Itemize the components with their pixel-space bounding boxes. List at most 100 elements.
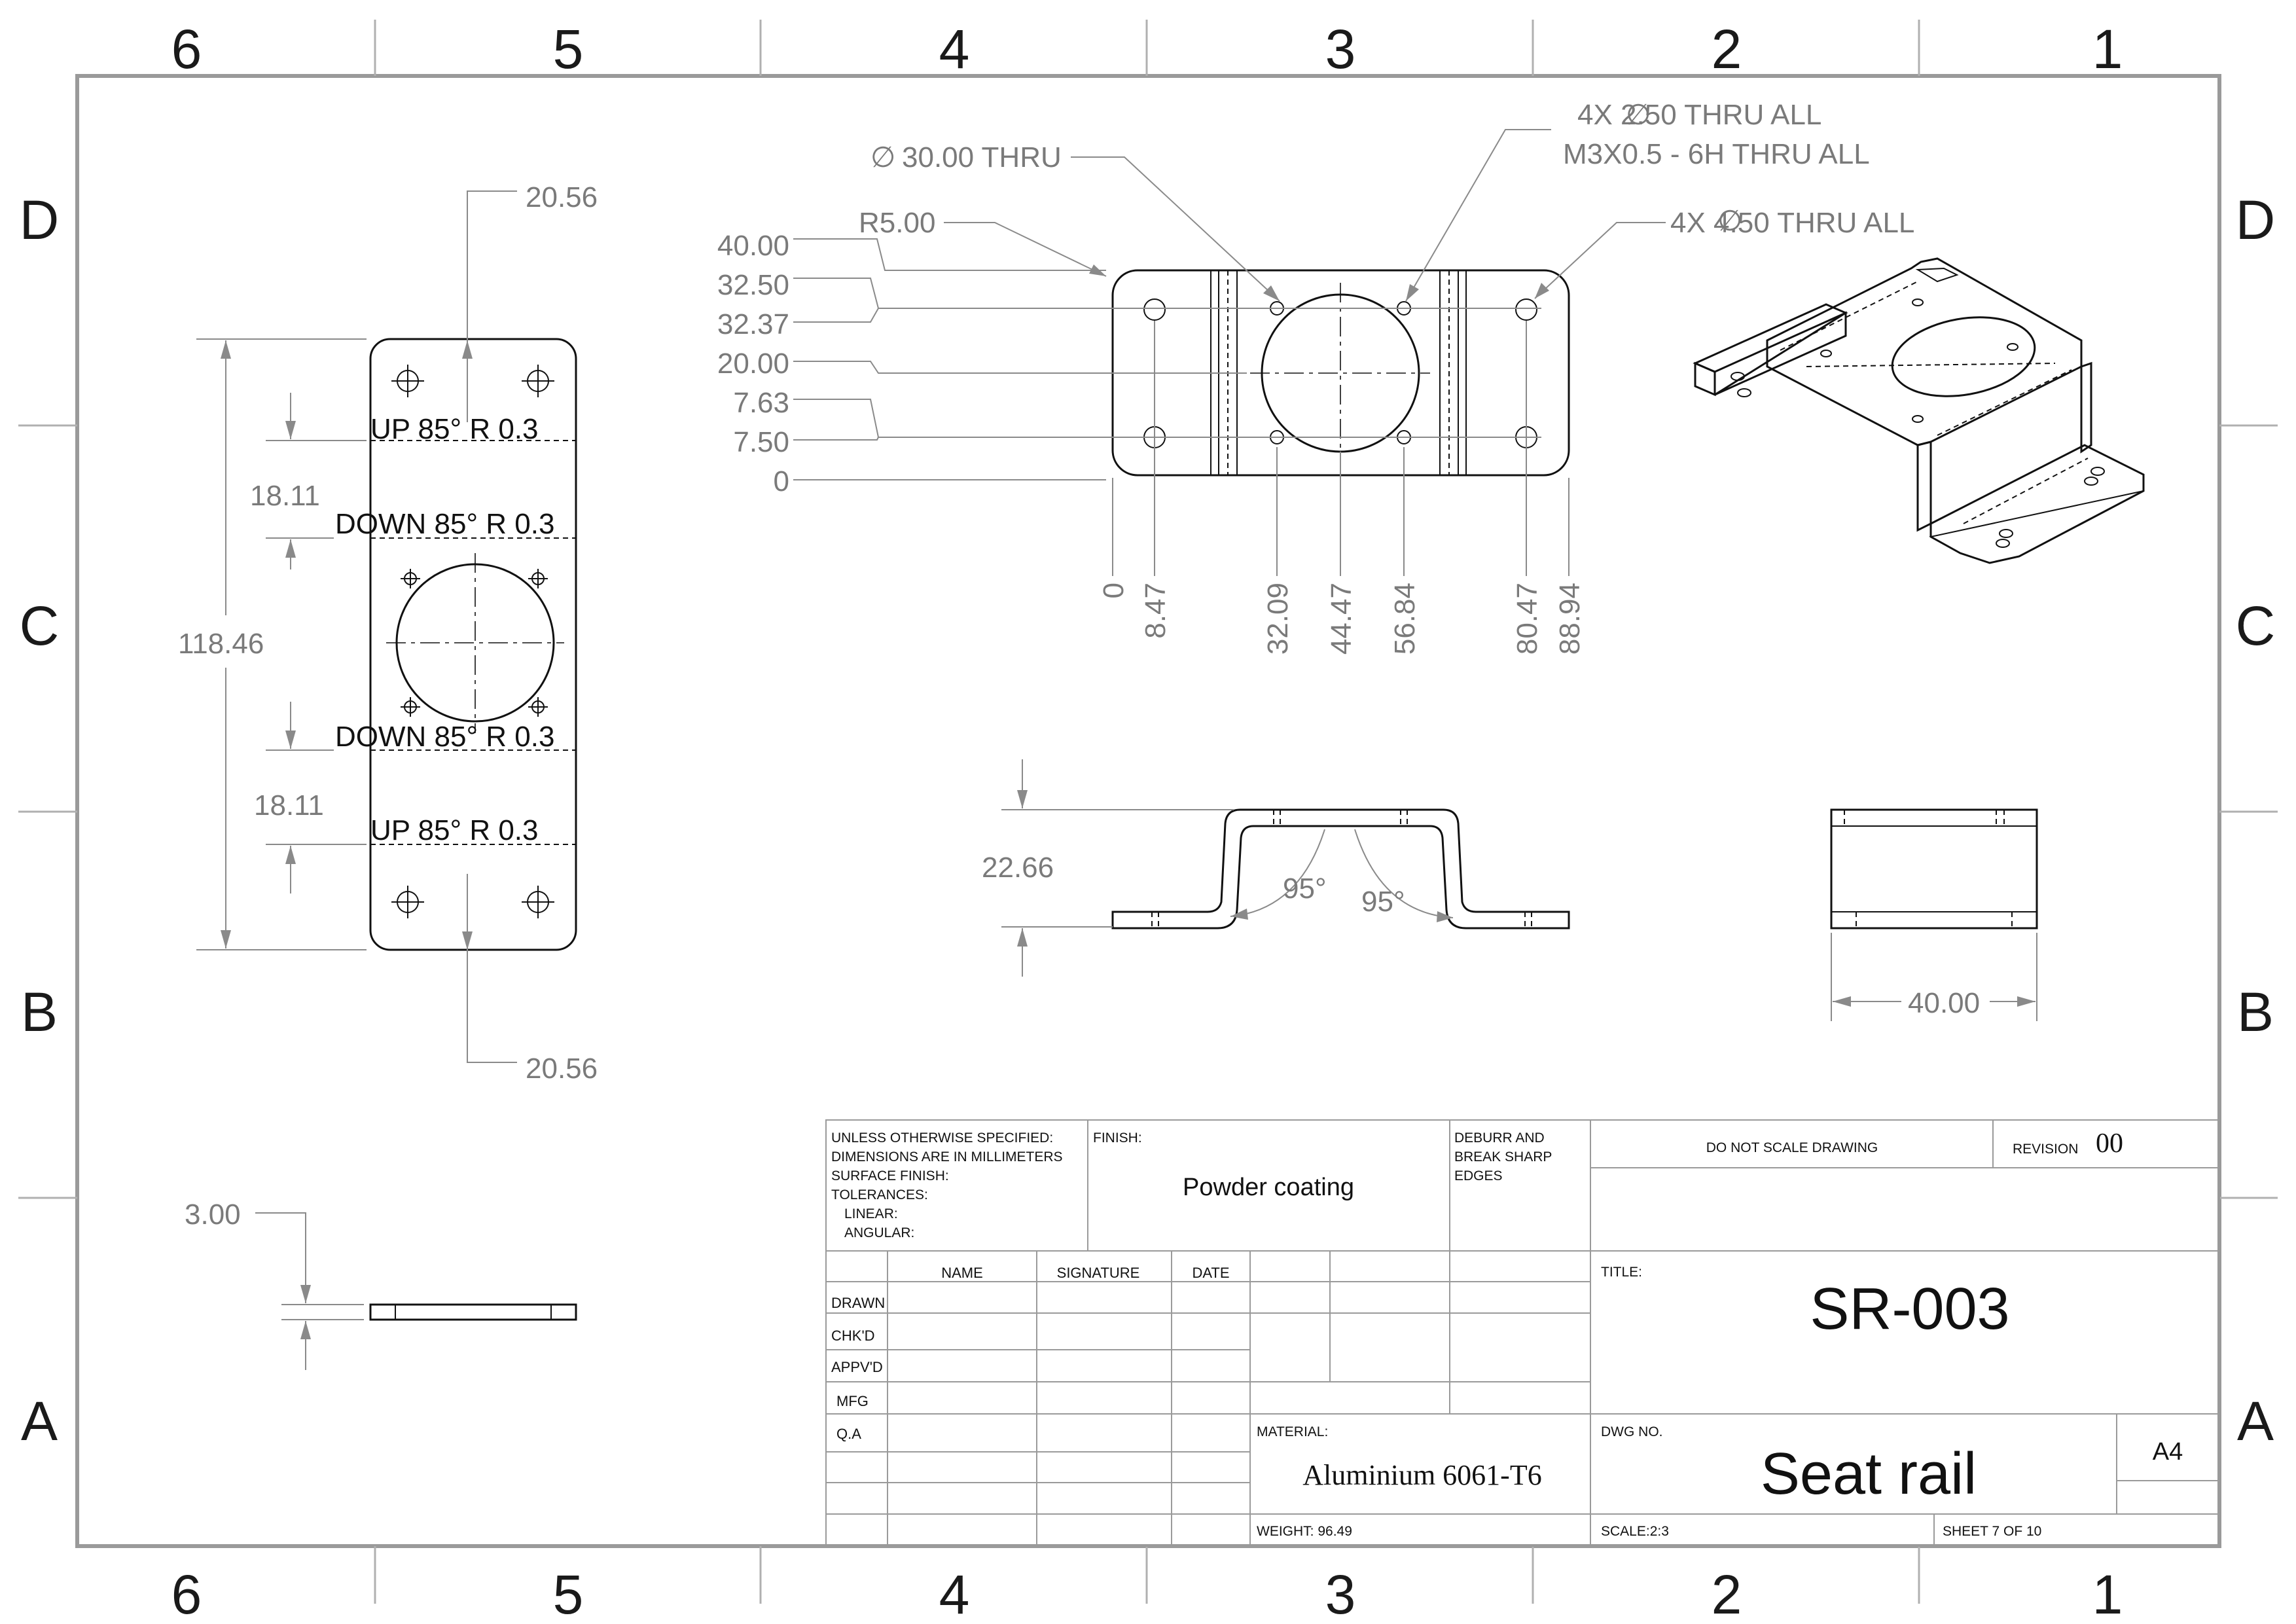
dim-bend-spacing-top: 18.11 bbox=[250, 480, 320, 512]
tb-revision-label: REVISION bbox=[2013, 1142, 2078, 1157]
tb-dwg-value: Seat rail bbox=[1761, 1441, 1977, 1507]
zone-col-5-top: 5 bbox=[553, 18, 584, 80]
title-block: UNLESS OTHERWISE SPECIFIED: DIMENSIONS A… bbox=[825, 1119, 2220, 1547]
diameter-symbol: ∅ bbox=[870, 141, 895, 173]
tb-dwg-label: DWG NO. bbox=[1601, 1424, 1663, 1439]
isometric-view bbox=[1693, 257, 2145, 564]
tb-row-drawn: DRAWN bbox=[831, 1295, 885, 1311]
tb-note-5: LINEAR: bbox=[844, 1206, 898, 1221]
y-ord-32-50: 32.50 bbox=[717, 269, 789, 301]
tb-material-label: MATERIAL: bbox=[1257, 1424, 1328, 1439]
zone-col-5-bottom: 5 bbox=[553, 1564, 584, 1624]
tb-row-qa: Q.A bbox=[836, 1426, 861, 1442]
y-ord-20: 20.00 bbox=[717, 348, 789, 380]
dim-bend-spacing-bottom: 18.11 bbox=[254, 789, 324, 821]
angle-left: 95° bbox=[1283, 873, 1327, 905]
zone-col-2-top: 2 bbox=[1712, 18, 1742, 80]
callout-corner-holes: 4X 4.50 THRU ALL bbox=[1670, 207, 1914, 239]
zone-row-a-left: A bbox=[21, 1390, 58, 1452]
zone-row-d-left: D bbox=[20, 189, 60, 251]
diameter-symbol-2: ∅ bbox=[1626, 99, 1651, 131]
thickness-outline bbox=[369, 1303, 577, 1321]
y-ord-32-37: 32.37 bbox=[717, 308, 789, 340]
flat-outline bbox=[369, 338, 577, 951]
callout-small-holes-2: M3X0.5 - 6H THRU ALL bbox=[1563, 138, 1870, 170]
x-ord-80-47: 80.47 bbox=[1511, 583, 1543, 655]
zone-col-3-bottom: 3 bbox=[1325, 1564, 1356, 1624]
tb-scale: SCALE:2:3 bbox=[1601, 1524, 1669, 1539]
x-ord-32-09: 32.09 bbox=[1262, 583, 1294, 655]
bend-note-1: UP 85° R 0.3 bbox=[370, 413, 538, 445]
bend-note-3: DOWN 85° R 0.3 bbox=[335, 721, 554, 753]
x-ord-88-94: 88.94 bbox=[1554, 583, 1586, 655]
front-outline bbox=[1111, 808, 1570, 929]
tb-note-1: UNLESS OTHERWISE SPECIFIED: bbox=[831, 1130, 1053, 1146]
callout-center-hole: 30.00 THRU bbox=[902, 141, 1062, 173]
tb-col-signature: SIGNATURE bbox=[1057, 1265, 1140, 1281]
callout-radius: R5.00 bbox=[859, 207, 935, 239]
tb-deburr-3: EDGES bbox=[1454, 1168, 1503, 1183]
tb-title-value: SR-003 bbox=[1810, 1276, 2009, 1342]
bend-note-4: UP 85° R 0.3 bbox=[370, 814, 538, 846]
top-view: 40.00 32.50 32.37 20.00 7.63 7.50 0 0 8.… bbox=[717, 99, 1915, 655]
tb-size: A4 bbox=[2153, 1438, 2183, 1466]
front-view: 22.66 95° 95° bbox=[982, 759, 1570, 977]
dim-length: 118.46 bbox=[178, 628, 264, 660]
y-ord-7-63: 7.63 bbox=[733, 387, 789, 419]
tb-col-date: DATE bbox=[1192, 1265, 1229, 1281]
zone-row-c-right: C bbox=[2236, 595, 2276, 657]
x-ord-56-84: 56.84 bbox=[1389, 583, 1421, 655]
bend-note-2: DOWN 85° R 0.3 bbox=[335, 508, 554, 540]
zone-col-3-top: 3 bbox=[1325, 18, 1356, 80]
tb-revision-value: 00 bbox=[2096, 1128, 2123, 1159]
flat-small-holes bbox=[401, 569, 548, 717]
tb-note-6: ANGULAR: bbox=[844, 1225, 914, 1240]
zone-col-6-top: 6 bbox=[171, 18, 202, 80]
tb-do-not-scale: DO NOT SCALE DRAWING bbox=[1706, 1140, 1878, 1155]
callout-small-holes-1: 4X 2.50 THRU ALL bbox=[1577, 99, 1821, 131]
zone-row-d-right: D bbox=[2236, 189, 2276, 251]
zone-col-1-bottom: 1 bbox=[2092, 1564, 2123, 1624]
flat-corner-holes bbox=[391, 365, 554, 918]
thickness-view: 3.00 bbox=[185, 1199, 577, 1370]
zone-row-b-left: B bbox=[21, 981, 58, 1043]
tb-row-appvd: APPV'D bbox=[831, 1359, 883, 1375]
side-outline bbox=[1830, 808, 2038, 929]
flat-pattern-view: UP 85° R 0.3 DOWN 85° R 0.3 DOWN 85° R 0… bbox=[178, 181, 598, 1085]
zone-ticks bbox=[18, 20, 2278, 1604]
dim-top-offset: 20.56 bbox=[526, 181, 598, 213]
x-ord-8-47: 8.47 bbox=[1139, 583, 1172, 639]
tb-deburr-1: DEBURR AND bbox=[1454, 1130, 1545, 1146]
tb-sheet: SHEET 7 OF 10 bbox=[1943, 1524, 2041, 1539]
dim-width: 40.00 bbox=[1908, 987, 1980, 1019]
dim-thickness: 3.00 bbox=[185, 1199, 241, 1231]
tb-row-chkd: CHK'D bbox=[831, 1327, 875, 1344]
zone-col-2-bottom: 2 bbox=[1712, 1564, 1742, 1624]
tb-weight: WEIGHT: 96.49 bbox=[1257, 1524, 1352, 1539]
tb-finish-value: Powder coating bbox=[1183, 1174, 1354, 1201]
y-ord-7-50: 7.50 bbox=[733, 426, 789, 458]
y-ord-40: 40.00 bbox=[717, 230, 789, 262]
zone-col-6-bottom: 6 bbox=[171, 1564, 202, 1624]
zone-col-4-bottom: 4 bbox=[939, 1564, 970, 1624]
dim-bottom-offset: 20.56 bbox=[526, 1053, 598, 1085]
x-ord-44-47: 44.47 bbox=[1325, 583, 1357, 655]
y-ord-0: 0 bbox=[774, 465, 789, 497]
x-ord-0: 0 bbox=[1098, 583, 1130, 598]
zone-row-a-right: A bbox=[2237, 1390, 2274, 1452]
tb-row-mfg: MFG bbox=[836, 1393, 869, 1409]
tb-col-name: NAME bbox=[941, 1265, 983, 1281]
tb-note-3: SURFACE FINISH: bbox=[831, 1168, 949, 1183]
side-view: 40.00 bbox=[1830, 808, 2038, 1021]
tb-title-label: TITLE: bbox=[1601, 1265, 1642, 1280]
zone-col-4-top: 4 bbox=[939, 18, 970, 80]
zone-labels: 6 5 4 3 2 1 6 5 4 3 2 1 D C B A D C B A bbox=[20, 18, 2276, 1624]
diameter-symbol-3: ∅ bbox=[1717, 205, 1742, 237]
dim-height: 22.66 bbox=[982, 852, 1054, 884]
angle-right: 95° bbox=[1361, 886, 1405, 918]
tb-deburr-2: BREAK SHARP bbox=[1454, 1149, 1552, 1164]
tb-finish-label: FINISH: bbox=[1093, 1130, 1142, 1146]
zone-row-c-left: C bbox=[20, 595, 60, 657]
tb-note-4: TOLERANCES: bbox=[831, 1187, 928, 1202]
